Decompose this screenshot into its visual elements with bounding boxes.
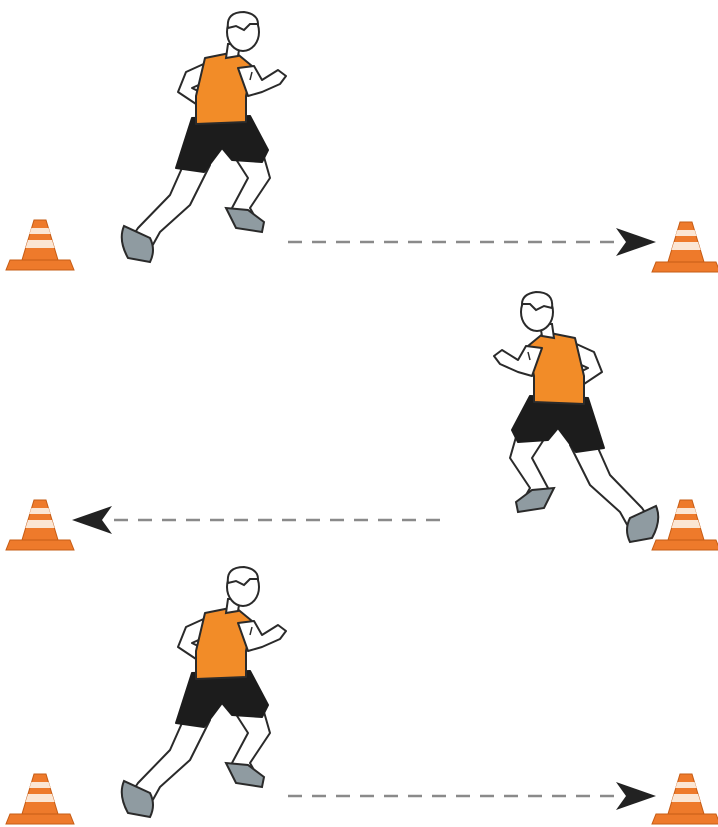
arrow-head-icon [616,782,656,810]
traffic-cone-icon [652,774,718,824]
traffic-cone-icon [652,500,718,550]
row-1 [6,12,718,272]
arrow-head-icon [72,506,112,534]
traffic-cone-icon [6,500,74,550]
arrow-head-icon [616,228,656,256]
runner-figure [122,12,286,262]
row-3 [6,567,718,824]
traffic-cone-icon [6,220,74,270]
traffic-cone-icon [652,222,718,272]
row-2 [6,292,718,550]
traffic-cone-icon [6,774,74,824]
runner-figure [122,567,286,817]
runner-figure [494,292,658,542]
